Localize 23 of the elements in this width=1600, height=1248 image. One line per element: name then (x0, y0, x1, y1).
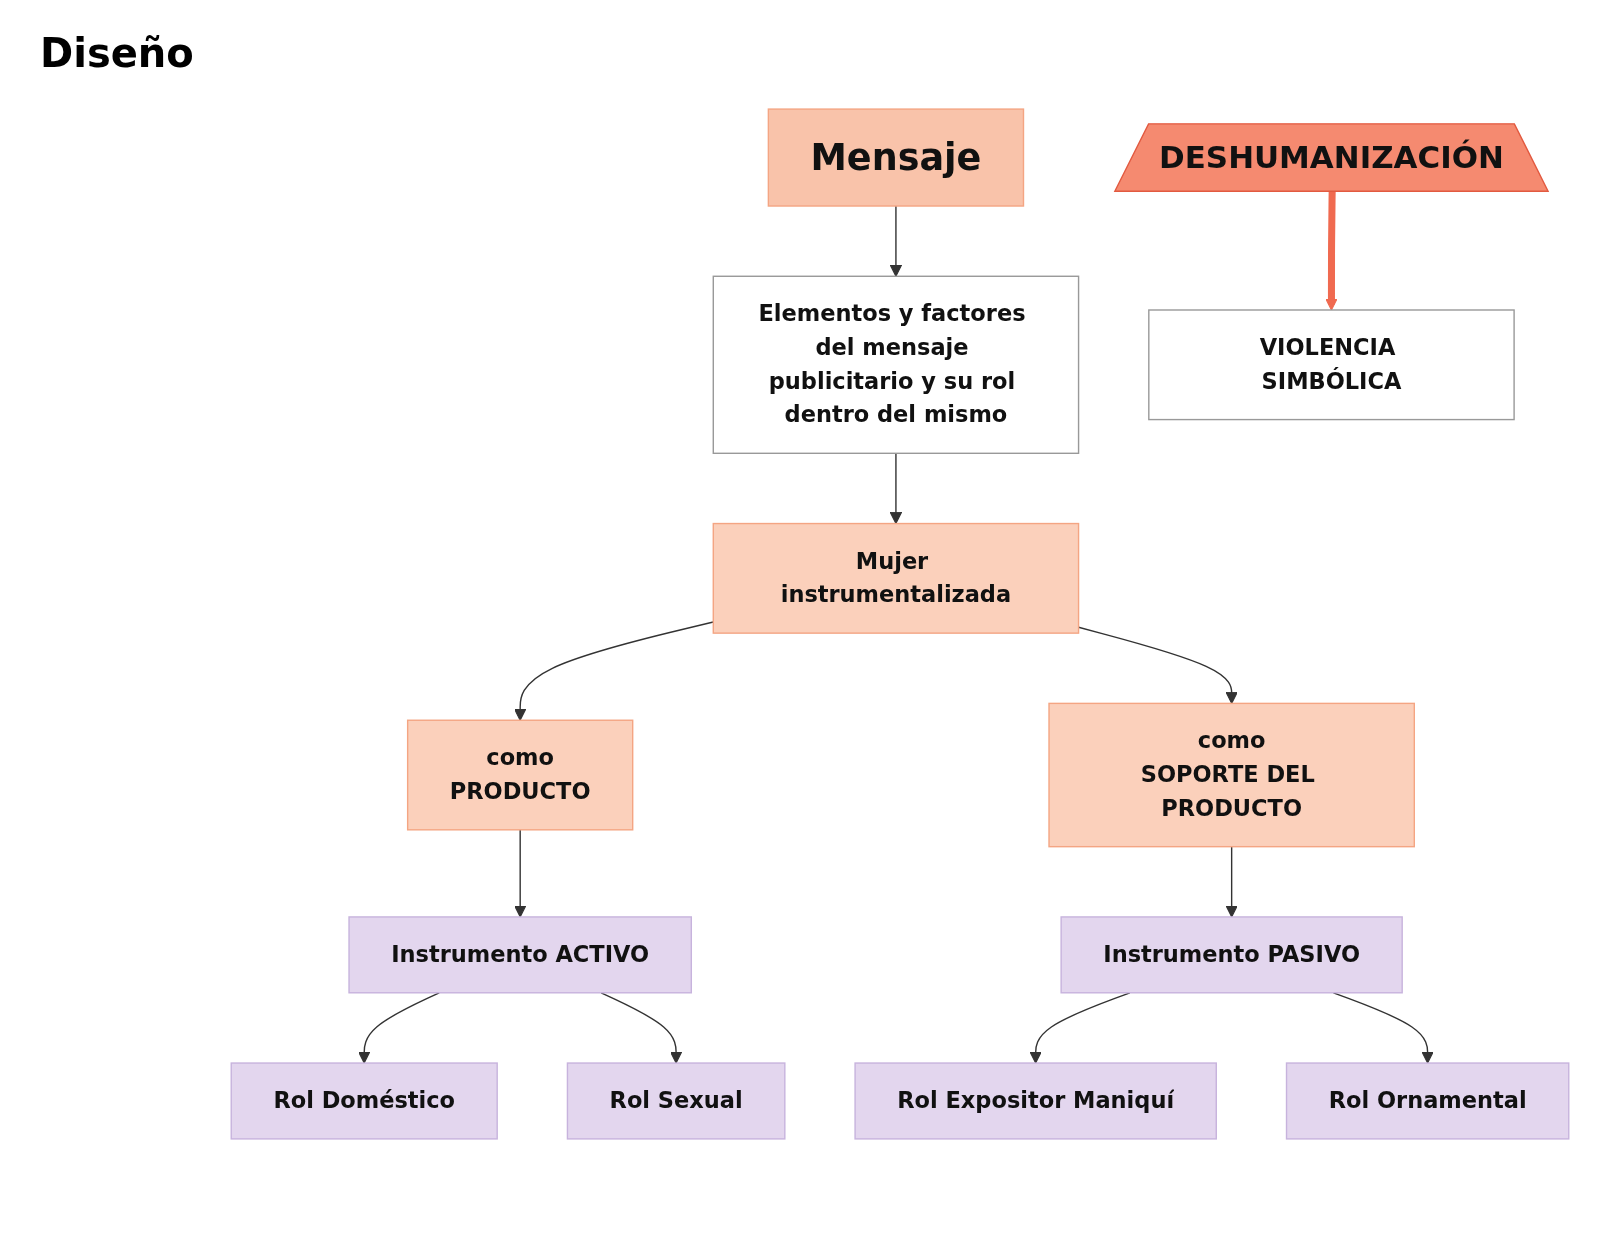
arrow (514, 829, 527, 918)
heading-text: Diseño (40, 30, 194, 76)
arrow (889, 452, 903, 525)
arrow (514, 621, 714, 721)
arrow (1225, 845, 1238, 918)
node-box: como PRODUCTO (406, 719, 634, 831)
node-box: Mujer instrumentalizada (712, 522, 1080, 634)
node-box: como SOPORTE DEL PRODUCTO (1048, 702, 1415, 848)
node-box: VIOLENCIA SIMBÓLICA (1148, 309, 1515, 421)
arrow (1332, 992, 1434, 1064)
arrow (889, 205, 903, 277)
node-box: Rol Expositor Maniquí (854, 1062, 1217, 1140)
arrow (600, 992, 683, 1064)
arrow (1325, 191, 1338, 311)
node-box: Instrumento PASIVO (1060, 916, 1403, 994)
node-box: Instrumento ACTIVO (348, 916, 692, 994)
node-box: Rol Sexual (566, 1062, 786, 1140)
node-box: Rol Ornamental (1285, 1062, 1570, 1140)
node-box: Elementos y factores del mensaje publicitario y su rol dentro del mismo (712, 275, 1080, 454)
node-box: Rol Doméstico (230, 1062, 498, 1140)
arrow (358, 992, 440, 1064)
node-box: Mensaje (767, 108, 1025, 207)
arrow (1029, 992, 1131, 1064)
